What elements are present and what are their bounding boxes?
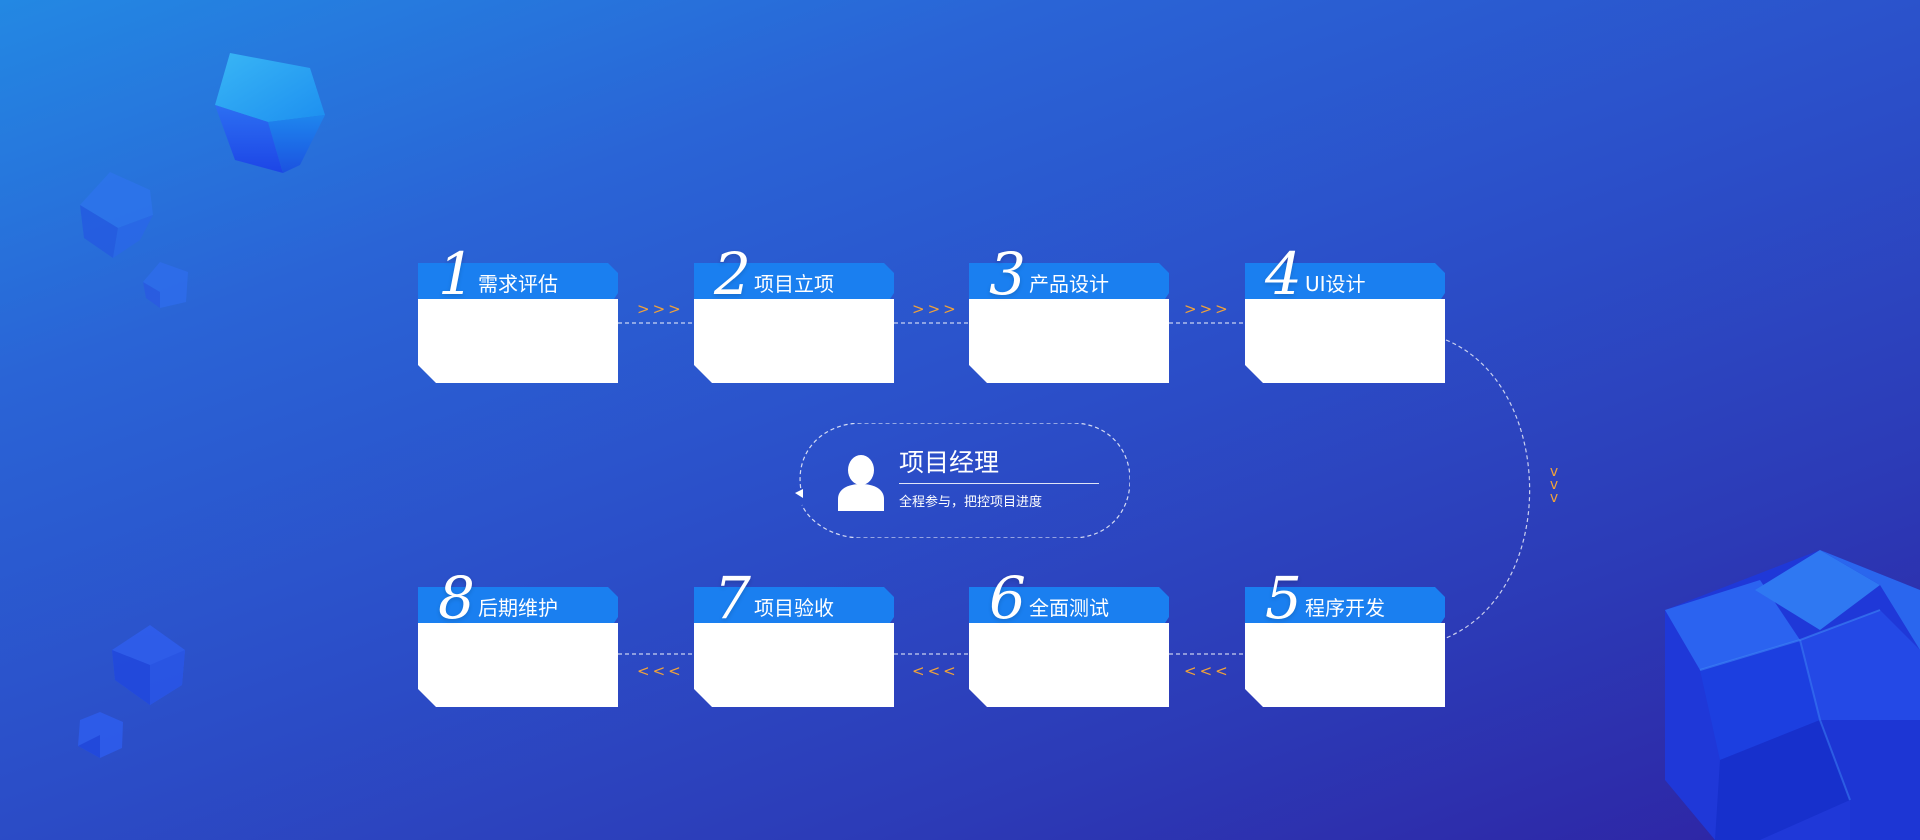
manager-title: 项目经理 (899, 448, 1000, 477)
arrow-forward-1-2: >>> (637, 300, 684, 318)
arrow-forward-3-4: >>> (1184, 300, 1231, 318)
person-icon (838, 455, 884, 511)
step-number: 8 (438, 564, 475, 632)
step-card-2: 2 项目立项 (694, 245, 894, 383)
dashed-loop-frame (795, 423, 1130, 538)
cube-decoration-small-1 (80, 172, 153, 258)
cube-cluster-decoration (1665, 550, 1920, 840)
step-label: 全面测试 (1029, 596, 1109, 620)
cube-decoration-small-3 (112, 625, 185, 705)
card-shape (418, 263, 618, 383)
step-card-1: 1 需求评估 (418, 245, 618, 383)
card-shape (694, 587, 894, 707)
step-number: 2 (714, 240, 751, 308)
step-card-8: 8 后期维护 (418, 569, 618, 707)
card-shape (969, 263, 1169, 383)
cube-decoration-small-2 (143, 262, 188, 308)
step-card-4: 4 UI设计 (1245, 245, 1445, 383)
project-manager-panel: 项目经理 全程参与，把控项目进度 (792, 423, 1130, 538)
step-number: 4 (1265, 240, 1302, 308)
arrow-backward-6-7: <<< (912, 662, 959, 680)
step-number: 3 (989, 240, 1026, 308)
arrow-backward-5-6: <<< (1184, 662, 1231, 680)
step-label: 项目验收 (754, 596, 834, 620)
step-number: 6 (989, 564, 1026, 632)
step-card-7: 7 项目验收 (694, 569, 894, 707)
step-label: 项目立项 (754, 272, 834, 296)
arrow-backward-7-8: <<< (637, 662, 684, 680)
step-number: 5 (1265, 564, 1302, 632)
card-shape (969, 587, 1169, 707)
card-shape (1245, 263, 1445, 383)
step-label: 程序开发 (1305, 596, 1385, 620)
step-label: 产品设计 (1029, 272, 1109, 296)
arrow-forward-2-3: >>> (912, 300, 959, 318)
cube-decoration-large (215, 53, 325, 173)
card-shape (418, 587, 618, 707)
step-number: 1 (438, 240, 475, 308)
step-card-5: 5 程序开发 (1245, 569, 1445, 707)
card-shape (1245, 587, 1445, 707)
step-card-3: 3 产品设计 (969, 245, 1169, 383)
flow-connectors (618, 322, 1531, 655)
arrow-down-4-5: v v v (1549, 464, 1559, 506)
manager-subtitle: 全程参与，把控项目进度 (899, 495, 1043, 510)
step-label: UI设计 (1305, 272, 1366, 296)
step-label: 需求评估 (478, 272, 558, 296)
step-card-6: 6 全面测试 (969, 569, 1169, 707)
card-shape (694, 263, 894, 383)
title-divider (899, 483, 1099, 484)
step-label: 后期维护 (478, 596, 558, 620)
cube-decoration-small-4 (78, 712, 123, 758)
step-number: 7 (714, 564, 751, 632)
